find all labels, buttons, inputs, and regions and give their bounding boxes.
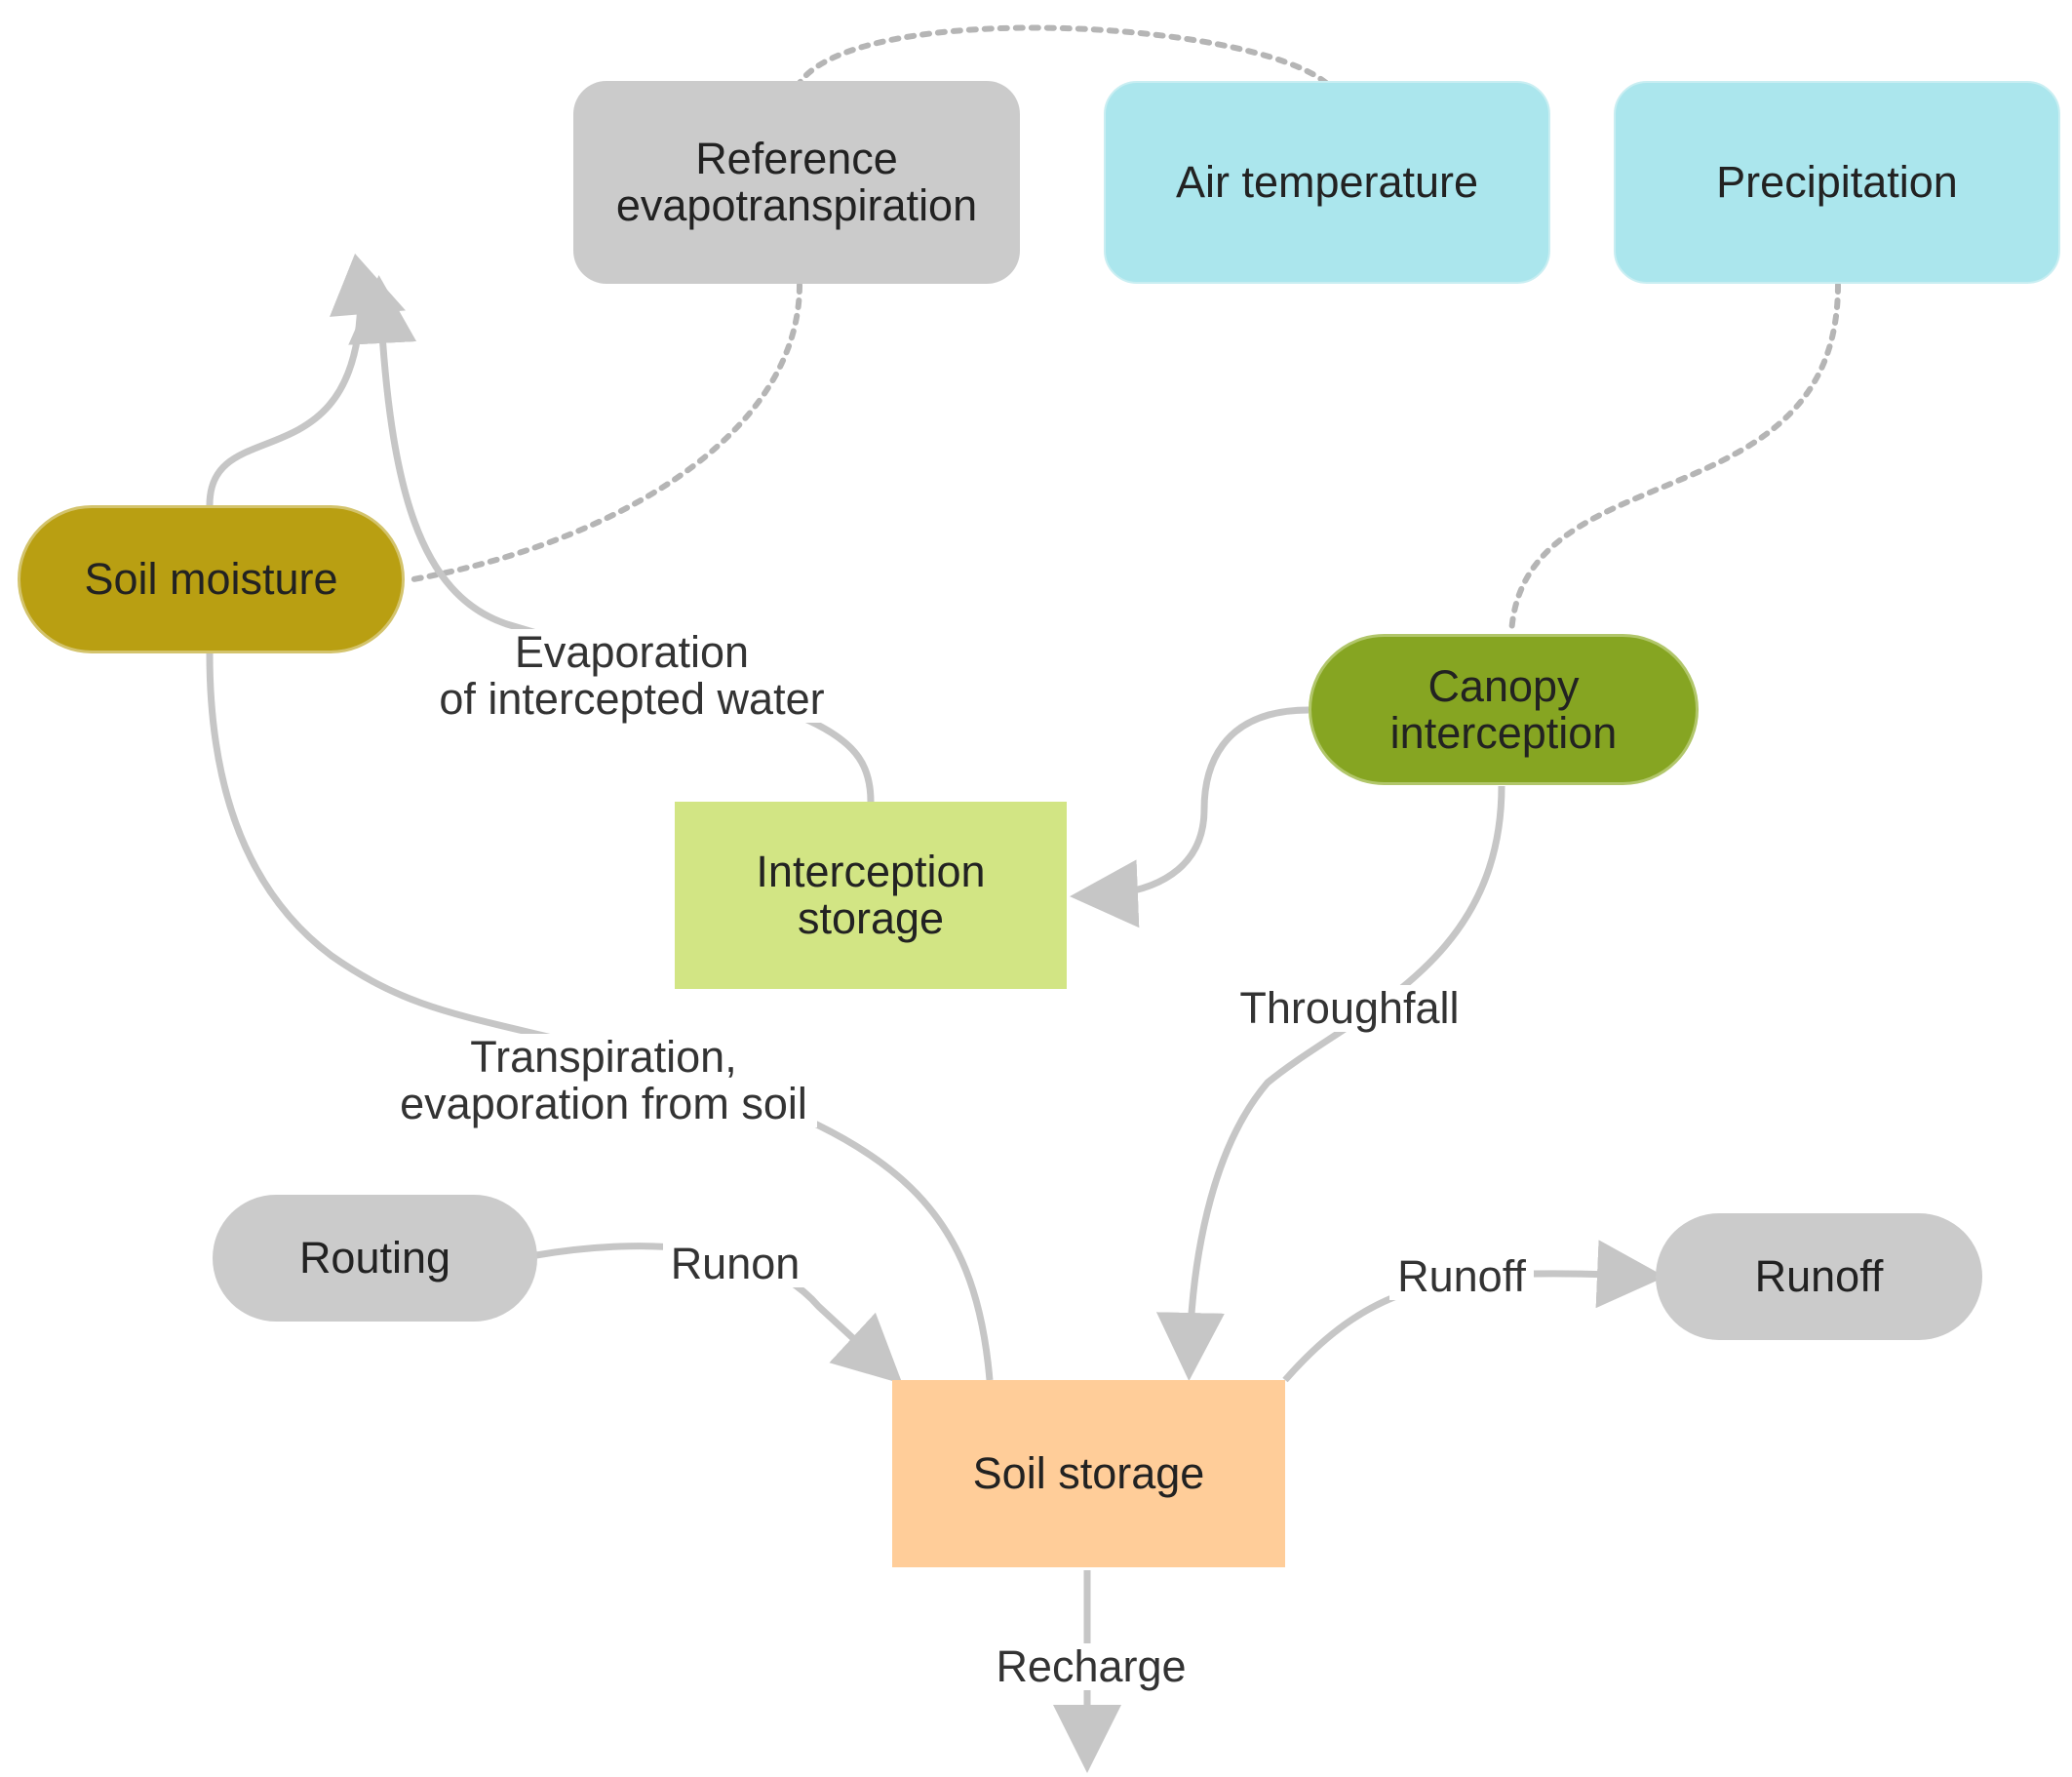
label-evaporation-intercepted: Evaporation of intercepted water [423,629,841,723]
precipitation-node: Precipitation [1614,81,2060,284]
soil-storage-node: Soil storage [892,1380,1285,1567]
dotted-link-precip-canopy [1508,282,1841,637]
canopy-interception-node: Canopy interception [1309,634,1699,785]
flow-canopy-to-interception-storage [1070,706,1310,928]
routing-node: Routing [213,1195,537,1322]
air-temperature-node: Air temperature [1104,81,1550,284]
reference-et-node: Reference evapotranspiration [573,81,1020,284]
interception-storage-node: Interception storage [675,802,1067,989]
label-runoff: Runoff [1389,1253,1534,1300]
runoff-node: Runoff [1656,1213,1982,1340]
flow-transpiration [206,652,994,1381]
label-throughfall: Throughfall [1229,985,1470,1032]
label-transpiration: Transpiration, evaporation from soil [390,1034,817,1127]
flow-interception-storage-to-et [348,275,875,803]
label-runon: Runon [663,1241,807,1287]
flow-soilmoisture-to-et [206,253,406,506]
dotted-link-airtemp-refet [797,24,1329,86]
flow-throughfall [1155,785,1505,1381]
label-recharge: Recharge [985,1643,1197,1690]
dotted-link-refet-soilmoisture [405,282,802,583]
soil-moisture-node: Soil moisture [18,505,405,653]
